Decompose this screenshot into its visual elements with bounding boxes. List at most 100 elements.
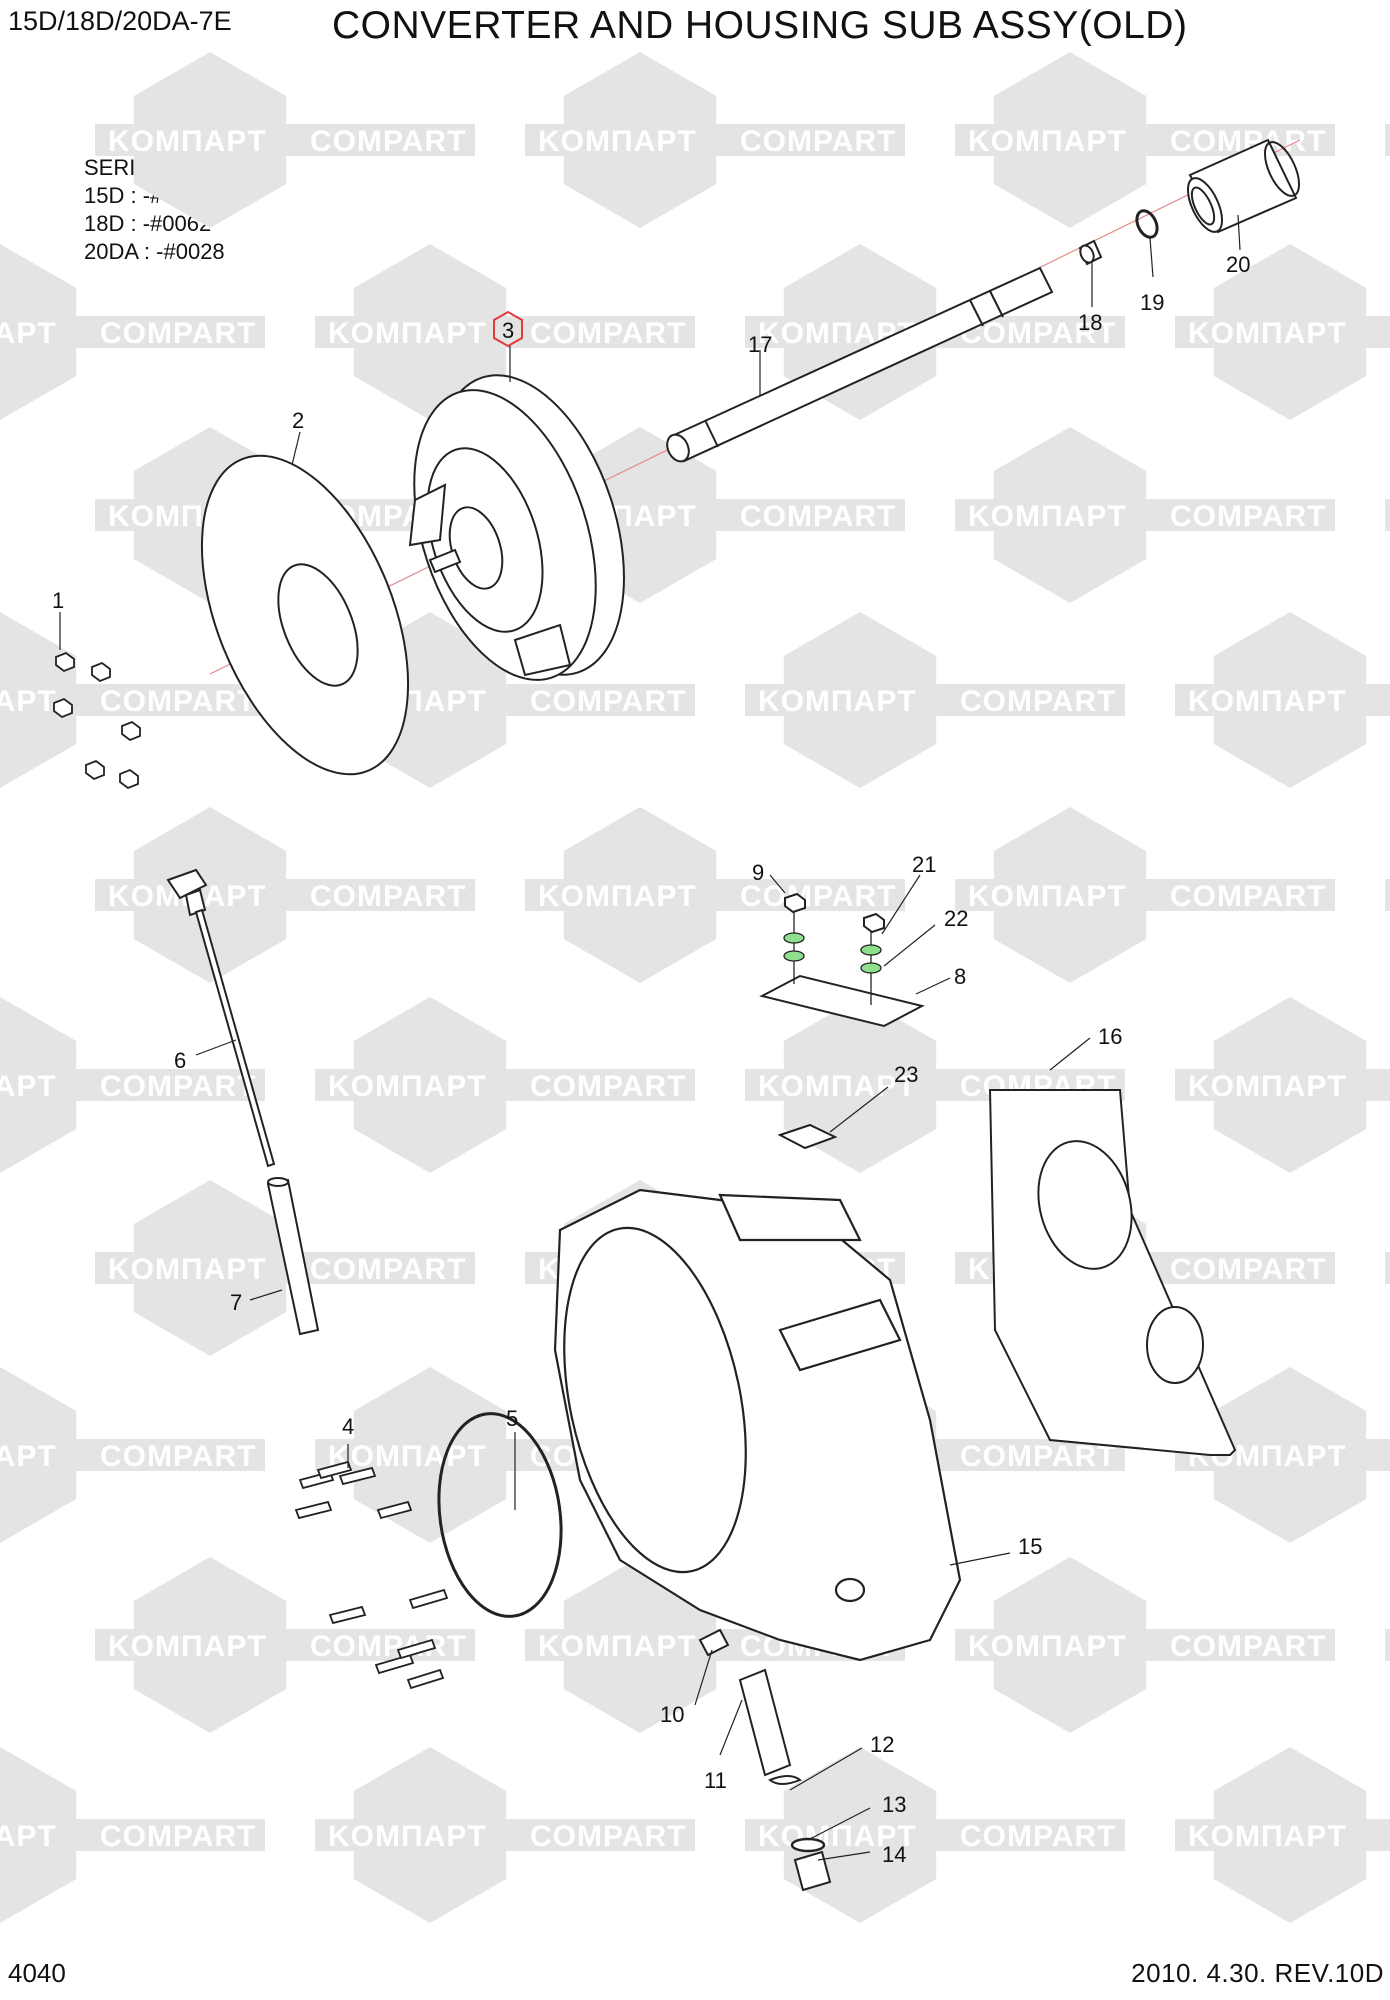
- housing-part: [553, 1188, 962, 1662]
- snap-ring-part: [1135, 209, 1159, 239]
- watermark-layer: KOMΠAPT COMPART KOMΠAPT COMPART KOMΠAPT COMPA…: [0, 52, 1390, 1923]
- watermark-text: KOMΠAPT: [1188, 1070, 1347, 1103]
- watermark-band: [315, 1819, 695, 1851]
- watermark-text: COMPART: [310, 880, 466, 913]
- watermark-text: KOMΠAPT: [1188, 1820, 1347, 1853]
- watermark-text: KOMΠAPT: [0, 1820, 57, 1853]
- callout-label: 6: [174, 1048, 186, 1073]
- watermark-band: [955, 1629, 1335, 1661]
- watermark-band: [0, 1819, 265, 1851]
- watermark-text: KOMΠAPT: [328, 1440, 487, 1473]
- watermark-text: COMPART: [310, 1630, 466, 1663]
- watermark-text: COMPART: [100, 1440, 256, 1473]
- watermark-band: [955, 879, 1335, 911]
- watermark-band: [1385, 1629, 1390, 1661]
- watermark-band: [1175, 1819, 1390, 1851]
- gasket-part: [988, 1089, 1237, 1456]
- watermark-text: COMPART: [960, 1820, 1116, 1853]
- watermark-band: [1175, 1069, 1390, 1101]
- watermark-band: [1385, 499, 1390, 531]
- watermark-band: [1175, 684, 1390, 716]
- callout-label: 8: [954, 964, 966, 989]
- watermark-text: COMPART: [530, 317, 686, 350]
- watermark-band: [315, 316, 695, 348]
- serial-line: 20DA : -#0028: [84, 239, 225, 264]
- watermark-band: [525, 124, 905, 156]
- watermark-band: [0, 1069, 265, 1101]
- watermark-text: COMPART: [1170, 1253, 1326, 1286]
- watermark-text: COMPART: [310, 1253, 466, 1286]
- callout-label: 4: [342, 1414, 354, 1439]
- callout-label: 20: [1226, 252, 1250, 277]
- page-code: 4040: [8, 1958, 66, 1988]
- dipstick-part: [166, 868, 276, 1168]
- watermark-text: COMPART: [530, 1070, 686, 1103]
- watermark-text: KOMΠAPT: [758, 685, 917, 718]
- sleeve-part: [1186, 138, 1301, 234]
- callout-label: 18: [1078, 310, 1102, 335]
- watermark-text: COMPART: [100, 317, 256, 350]
- watermark-text: KOMΠAPT: [0, 317, 57, 350]
- watermark-band: [315, 1069, 695, 1101]
- callout-label: 7: [230, 1290, 242, 1315]
- watermark-text: KOMΠAPT: [538, 125, 697, 158]
- washer-set-part: [783, 932, 882, 974]
- watermark-text: KOMΠAPT: [1188, 317, 1347, 350]
- model-label: 15D/18D/20DA-7E: [8, 6, 232, 36]
- watermark-text: COMPART: [740, 880, 896, 913]
- watermark-text: COMPART: [530, 685, 686, 718]
- watermark-text: COMPART: [740, 500, 896, 533]
- watermark-band: [0, 684, 265, 716]
- watermark-text: KOMΠAPT: [968, 880, 1127, 913]
- page-title: CONVERTER AND HOUSING SUB ASSY(OLD): [332, 4, 1188, 47]
- callout-label: 1: [52, 588, 64, 613]
- watermark-text: KOMΠAPT: [538, 880, 697, 913]
- bushing-part: [1078, 239, 1103, 266]
- watermark-text: KOMΠAPT: [108, 1630, 267, 1663]
- watermark-band: [0, 316, 265, 348]
- watermark-band: [95, 879, 475, 911]
- watermark-band: [745, 684, 1125, 716]
- watermark-text: KOMΠAPT: [538, 1630, 697, 1663]
- watermark-text: COMPART: [960, 1440, 1116, 1473]
- callout-label: 12: [870, 1732, 894, 1757]
- watermark-band: [1385, 1252, 1390, 1284]
- watermark-text: COMPART: [1170, 500, 1326, 533]
- watermark-text: COMPART: [100, 1070, 256, 1103]
- watermark-text: KOMΠAPT: [0, 1440, 57, 1473]
- watermark-text: COMPART: [100, 685, 256, 718]
- bolt-set-part: [53, 651, 141, 790]
- watermark-text: KOMΠAPT: [968, 125, 1127, 158]
- watermark-text: KOMΠAPT: [0, 1070, 57, 1103]
- watermark-band: [1175, 316, 1390, 348]
- watermark-text: KOMΠAPT: [328, 317, 487, 350]
- callout-label: 11: [704, 1768, 727, 1793]
- watermark-text: COMPART: [1170, 1630, 1326, 1663]
- watermark-text: KOMΠAPT: [968, 1630, 1127, 1663]
- watermark-text: KOMΠAPT: [1188, 685, 1347, 718]
- watermark-band: [955, 499, 1335, 531]
- watermark-text: KOMΠAPT: [108, 1253, 267, 1286]
- watermark-text: COMPART: [740, 125, 896, 158]
- highlight-hex: [493, 310, 523, 348]
- guide-tube-part: [266, 1177, 320, 1336]
- watermark-band: [1385, 879, 1390, 911]
- relief-valve-parts: [698, 1628, 832, 1892]
- callout-label: 10: [660, 1702, 684, 1727]
- leader-lines: [59, 214, 1241, 1861]
- watermark-band: [95, 124, 475, 156]
- callout-label: 5: [506, 1406, 518, 1431]
- watermark-text: COMPART: [1170, 880, 1326, 913]
- callout-label: 15: [1018, 1534, 1042, 1559]
- cover-plate-part: [759, 892, 925, 1028]
- watermark-text: COMPART: [310, 125, 466, 158]
- housing-bolts-part: [294, 1460, 449, 1690]
- watermark-text: KOMΠAPT: [968, 500, 1127, 533]
- watermark-text: COMPART: [100, 1820, 256, 1853]
- callout-label: 13: [882, 1792, 906, 1817]
- callout-label: 14: [882, 1842, 906, 1867]
- callout-label: 23: [894, 1062, 918, 1087]
- watermark-text: KOMΠAPT: [328, 1820, 487, 1853]
- torque-converter-part: [408, 374, 625, 681]
